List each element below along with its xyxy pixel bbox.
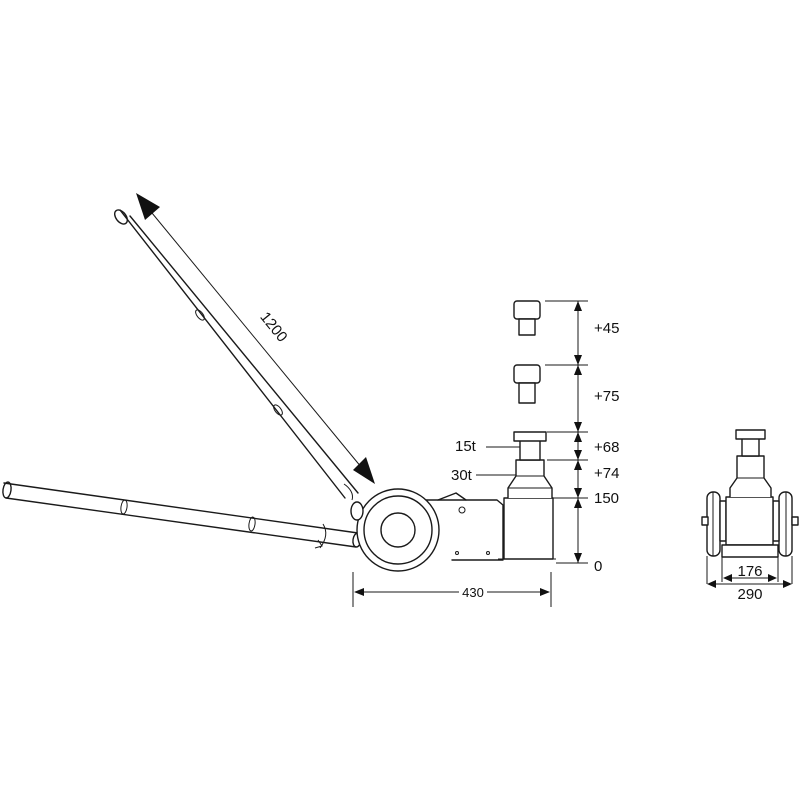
stage-2-label: 30t: [451, 467, 473, 484]
ext-74-label: +74: [594, 465, 619, 482]
base-length-label: 430: [462, 585, 484, 600]
ext-68-label: +68: [594, 439, 619, 456]
jack-body: 15t 30t: [350, 431, 556, 572]
front-view: [701, 429, 799, 558]
outer-width-label: 290: [737, 586, 762, 603]
handle-length-dimension: 1200: [136, 193, 375, 484]
handle-length-label: 1200: [256, 309, 290, 346]
stage-1-label: 15t: [455, 438, 477, 455]
inner-width-label: 176: [737, 563, 762, 580]
base-length-dimension: 430: [352, 572, 552, 607]
ext-75-label: +75: [594, 388, 619, 405]
lowered-handle: [2, 481, 362, 549]
height-base-label: 150: [594, 490, 619, 507]
height-dimension-chain: +45 +75 +68 +74 150 0: [545, 300, 619, 575]
front-width-dimensions: 176 290: [706, 556, 793, 603]
extension-piece-75: [513, 364, 541, 404]
extension-piece-45: [513, 300, 541, 336]
raised-handle: [113, 209, 359, 499]
ext-45-label: +45: [594, 320, 619, 337]
height-zero-label: 0: [594, 558, 602, 575]
